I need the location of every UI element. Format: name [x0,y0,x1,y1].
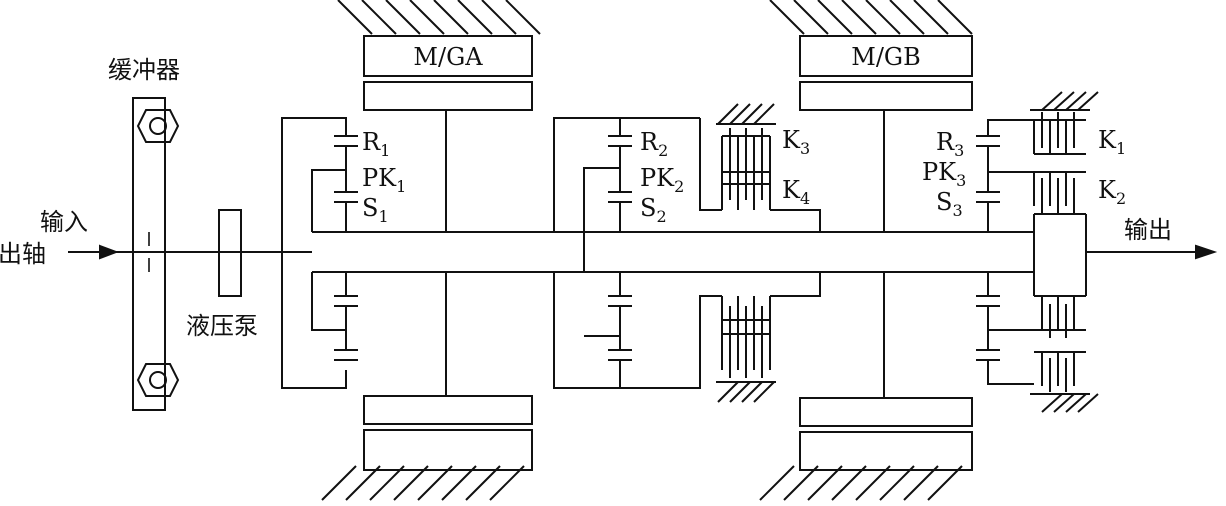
ground-hatch-mgb-top [769,0,973,35]
motor-generator-a [363,35,533,471]
sun-label-1: S1 [362,194,389,226]
ring-label-1: R1 [362,128,390,160]
carrier-label-1: PK1 [362,164,406,196]
buffer-label: 缓冲器 [108,56,180,84]
mga-stator-bottom [363,429,533,471]
input-label: 输入 [40,208,88,236]
damper [132,97,180,411]
mgb-stator-top [799,35,973,77]
mgb-rotor-top [799,81,973,111]
mga-rotor-bottom [363,395,533,425]
motor-generator-b [799,35,973,471]
clutch-k3-k4-bottom [716,296,776,403]
pump-label: 液压泵 [186,312,258,340]
clutch-k2 [1033,171,1087,296]
main-shaft [282,231,1218,273]
ground-hatch-mgb-bottom [759,465,963,501]
planetary-set-2 [553,117,821,389]
mga-stator-top [363,35,533,77]
ring-label-2: R2 [640,128,668,160]
clutch-k2-bottom [1034,295,1086,338]
sun-label-2: S2 [640,194,667,226]
clutch-k1 [1030,91,1099,155]
damper-spring-top [136,109,180,143]
input-shaft-label: 出轴 [0,240,46,268]
mgb-rotor-bottom [799,397,973,427]
sun-label-3: S3 [936,188,963,220]
ground-hatch-mga-bottom [321,465,525,501]
clutch-label-k2: K2 [1098,176,1126,208]
ring-label-3: R3 [936,128,964,160]
planetary-set-3 [976,119,1034,385]
mga-label: M/GA [413,43,483,71]
ground-hatch-mga-top [337,0,541,35]
mga-rotor-top [363,81,533,111]
planetary-set-1 [281,117,358,389]
clutch-label-k1: K1 [1098,126,1126,158]
mgb-stator-bottom [799,431,973,471]
carrier-label-3: PK3 [922,158,966,190]
input-shaft [68,244,282,260]
clutch-label-k3: K3 [782,126,810,158]
clutch-label-k4: K4 [782,176,810,208]
output-label: 输出 [1124,216,1172,244]
clutch-k3-k4-top [716,103,776,210]
carrier-label-2: PK2 [640,164,684,196]
hydraulic-pump [218,209,242,297]
clutch-k1-bottom [1030,351,1099,413]
damper-spring-bottom [136,363,180,397]
mgb-label: M/GB [851,43,920,71]
